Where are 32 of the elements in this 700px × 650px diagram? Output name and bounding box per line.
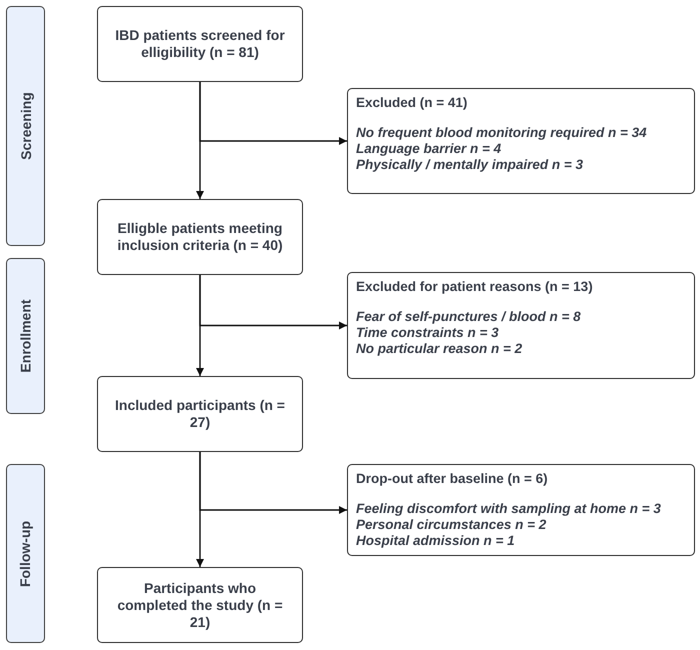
box-text: Elligble patients meeting inclusion criteria (n = 40)	[116, 220, 284, 254]
reason-line: Feeling discomfort with sampling at home n = 3	[356, 501, 662, 517]
stage-label: Follow-up	[18, 520, 34, 587]
reason-line: Language barrier n = 4	[356, 141, 502, 157]
process-box	[97, 6, 303, 82]
arrow	[199, 452, 347, 514]
stage-band	[6, 6, 45, 246]
box-heading: Excluded (n = 41)	[356, 95, 468, 111]
box-text: Included participants (n = 27)	[114, 397, 286, 431]
box-text: IBD patients screened for elligibility (n = 81)	[114, 27, 286, 61]
arrow	[199, 82, 347, 145]
exclusion-box	[347, 272, 695, 379]
reason-line: No particular reason n = 2	[356, 341, 524, 357]
process-box	[97, 567, 303, 643]
exclusion-box	[347, 88, 695, 194]
reason-line: Hospital admission n = 1	[356, 533, 516, 549]
box-heading: Excluded for patient reasons (n = 13)	[356, 279, 594, 295]
stage-label: Screening	[18, 92, 34, 160]
reason-line: Physically / mentally impaired n = 3	[356, 157, 584, 173]
reason-line: No frequent blood monitoring required n = 34	[356, 125, 648, 141]
process-box	[97, 199, 303, 275]
arrow	[199, 275, 347, 330]
reason-line: Personal circumstances n = 2	[356, 517, 548, 533]
stage-band	[6, 464, 45, 643]
box-text: Participants who completed the study (n = 21)	[116, 580, 284, 630]
reason-line: Time constraints n = 3	[356, 325, 500, 341]
stage-band	[6, 258, 45, 414]
box-heading: Drop-out after baseline (n = 6)	[356, 471, 549, 487]
process-box	[97, 376, 303, 452]
exclusion-box	[347, 464, 695, 556]
reason-line: Fear of self-punctures / blood n = 8	[356, 309, 582, 325]
stage-label: Enrollment	[18, 299, 34, 373]
